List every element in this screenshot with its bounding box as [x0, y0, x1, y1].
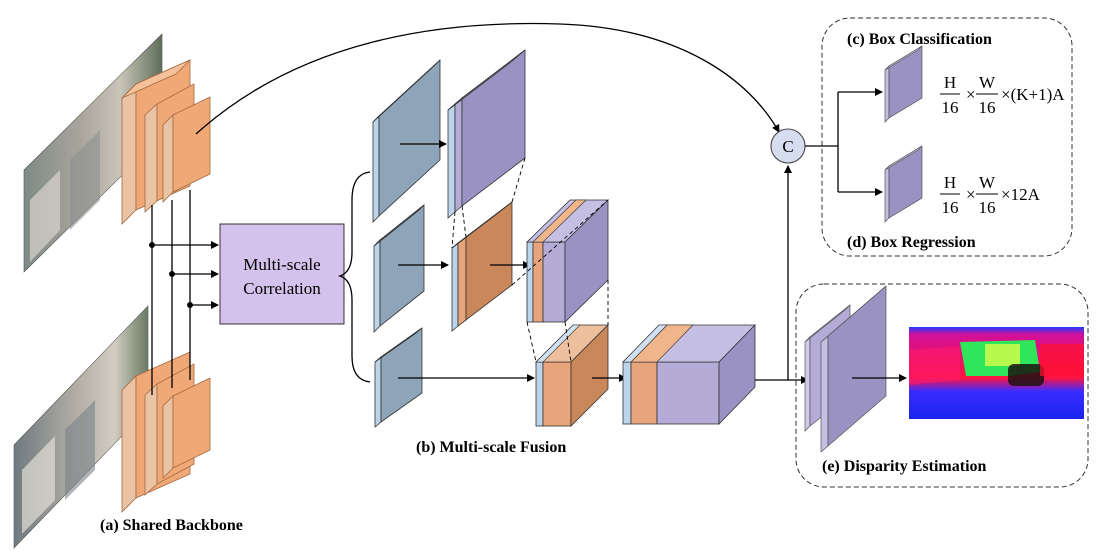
skip-connection-arc	[195, 22, 780, 135]
reg-tail: ×12A	[1001, 185, 1041, 204]
reg-frac2-num: W	[979, 173, 996, 192]
fusion-scale1-output	[447, 49, 526, 219]
backbone-connectors	[149, 190, 219, 395]
box-classification-label: (c) Box Classification	[847, 31, 992, 48]
scale-brace	[337, 171, 371, 383]
correlation-label-line1: Multi-scale	[243, 255, 320, 274]
multiscale-fusion-label: (b) Multi-scale Fusion	[416, 439, 566, 456]
cls-frac1-den: 16	[942, 98, 959, 117]
shared-backbone-label: (a) Shared Backbone	[100, 517, 243, 534]
disparity-box	[795, 283, 1089, 488]
disparity-map-image	[909, 327, 1084, 419]
disparity-feature-maps	[804, 285, 887, 453]
regression-output-map	[884, 145, 923, 223]
reg-frac2-den: 16	[979, 198, 996, 217]
cls-times: ×	[966, 85, 976, 104]
reg-frac1-den: 16	[942, 198, 959, 217]
fusion-final-volume	[622, 324, 756, 425]
regression-formula: H 16 × W 16 ×12A	[940, 173, 1041, 217]
cls-frac1-num: H	[944, 73, 956, 92]
cls-tail: ×(K+1)A	[1001, 85, 1065, 104]
multiscale-correlation-block: Multi-scale Correlation	[219, 223, 345, 325]
disparity-estimation-label: (e) Disparity Estimation	[822, 458, 987, 475]
reg-frac1-num: H	[944, 173, 956, 192]
concat-symbol: C	[782, 137, 793, 156]
backbone-top-layers	[121, 59, 211, 225]
fusion-scale3-fused	[535, 324, 609, 427]
reg-times: ×	[966, 185, 976, 204]
box-regression-label: (d) Box Regression	[847, 234, 976, 251]
backbone-bottom-layers	[121, 351, 211, 513]
fusion-scale3-input	[374, 327, 423, 428]
fusion-scale1-input	[372, 59, 441, 223]
correlation-label-line2: Correlation	[243, 279, 321, 298]
classification-formula: H 16 × W 16 ×(K+1)A	[940, 73, 1065, 117]
detection-heads-box	[821, 17, 1073, 257]
cls-frac2-num: W	[979, 73, 996, 92]
fusion-dashed-guides	[451, 157, 609, 363]
fusion-scale2-concat	[526, 199, 609, 323]
head-branch-arrows	[805, 88, 883, 196]
concat-node: C	[770, 128, 806, 164]
fusion-scale2-upsampled	[451, 201, 513, 332]
fusion-scale2-input	[373, 204, 425, 333]
stereo-image-right	[13, 305, 149, 549]
cls-frac2-den: 16	[979, 98, 996, 117]
classification-output-map	[884, 45, 923, 123]
